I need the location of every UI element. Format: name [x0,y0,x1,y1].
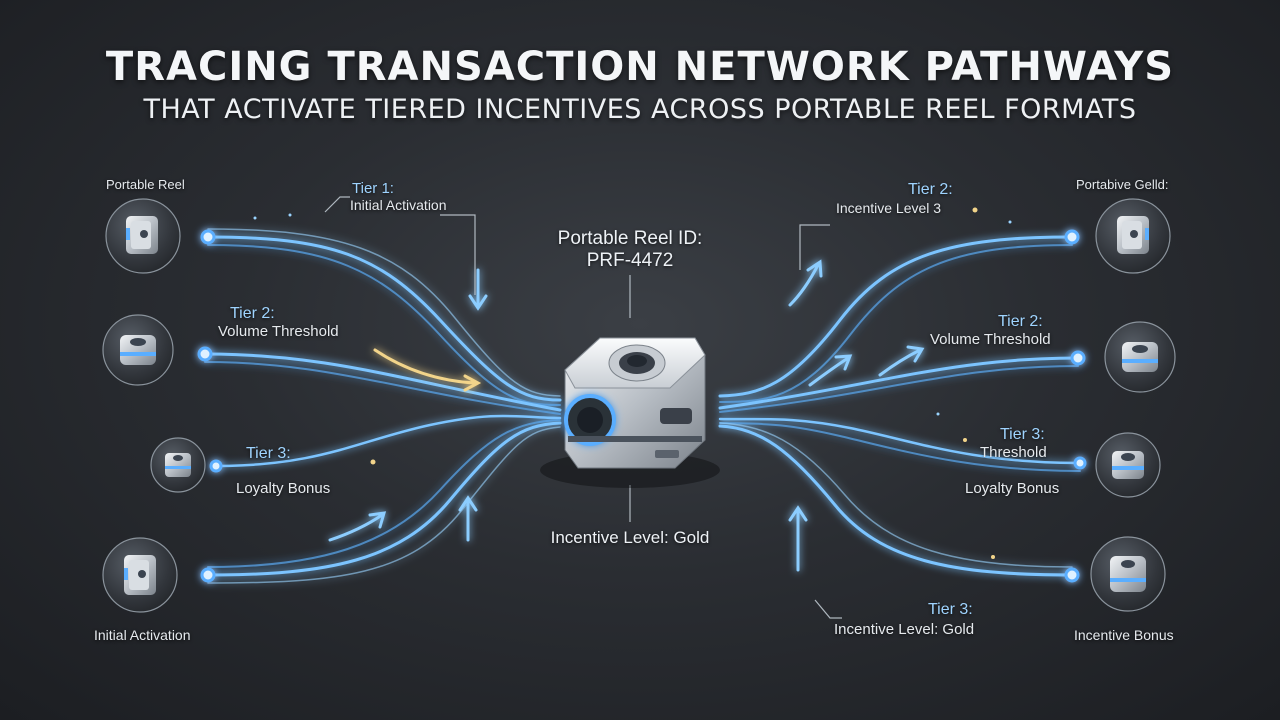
arrow-left-up-1 [328,511,387,542]
left-node-1-label: Portable Reel [106,177,185,192]
path-left-2 [203,352,562,412]
right-pathways [718,235,1082,577]
path-left-1b [207,244,561,406]
page-subtitle: THAT ACTIVATE TIERED INCENTIVES ACROSS P… [143,94,1137,125]
left-reel-nodes [102,198,206,613]
reel-node-right-1 [1095,198,1171,274]
central-reel-device [540,337,720,488]
arrow-right-up-1 [788,259,823,307]
path-left-1 [206,235,562,402]
left-node-3-tier: Tier 3: [246,445,291,462]
reel-node-left-2 [102,314,174,386]
right-node-4-tier: Tier 3: [928,601,973,618]
right-node-1-tier-desc: Incentive Level 3 [836,200,942,216]
right-node-3-label: Loyalty Bonus [965,480,1060,497]
reel-node-left-1 [105,198,181,274]
reel-node-right-3 [1095,432,1161,498]
reel-node-right-2 [1104,321,1176,393]
left-node-1-tier: Tier 1: [352,180,394,197]
arrow-right-up-4 [788,505,808,572]
right-node-3-tier-desc: Threshold [980,444,1047,461]
path-right-1b [719,244,1073,403]
left-pathways [203,228,562,584]
right-reel-nodes [1090,198,1176,612]
flow-arrows [328,259,925,572]
right-node-4-tier-desc: Incentive Level: Gold [834,621,975,638]
right-node-1-tier: Tier 2: [908,181,953,198]
path-left-1c [207,228,561,397]
right-node-3-tier: Tier 3: [1000,426,1045,443]
path-left-4b [207,419,561,568]
left-node-3-tier-desc: Loyalty Bonus [236,480,331,497]
right-node-2-tier: Tier 2: [998,313,1043,330]
path-right-1 [718,235,1074,398]
arrow-left-down [468,268,488,311]
right-node-1-label: Portabive Gelld: [1076,177,1169,192]
page-title: TRACING TRANSACTION NETWORK PATHWAYS [105,44,1175,90]
right-node-4-label: Incentive Bonus [1074,627,1174,643]
path-right-2b [719,365,1079,413]
path-right-2 [718,356,1080,410]
arrow-right-up-2 [808,354,853,387]
path-left-4 [206,421,562,577]
path-left-4c [207,426,561,584]
sparkles [253,207,1012,559]
left-node-2-tier: Tier 2: [230,305,275,322]
arrow-left-right [373,348,482,392]
arrow-left-up-2 [458,495,478,542]
left-node-1-tier-desc: Initial Activation [350,197,447,213]
path-left-2b [204,361,561,415]
left-node-2-tier-desc: Volume Threshold [218,323,339,340]
center-incentive-label: Incentive Level: Gold [550,528,710,547]
reel-node-left-4 [102,537,178,613]
path-right-4 [718,424,1074,577]
reel-node-left-3 [150,437,206,493]
right-node-2-tier-desc: Volume Threshold [930,331,1051,348]
path-left-3 [214,414,562,468]
path-right-3 [718,417,1082,465]
reel-node-right-4 [1090,536,1166,612]
reel-id-value: PRF-4472 [586,250,674,271]
path-right-3b [719,422,1081,472]
endpoint-dots [197,229,1087,583]
reel-id-label: Portable Reel ID: [557,228,703,249]
left-node-4-label: Initial Activation [94,627,191,643]
leader-lines [324,196,842,619]
path-right-4b [719,422,1073,568]
arrow-right-up-3 [878,345,925,377]
